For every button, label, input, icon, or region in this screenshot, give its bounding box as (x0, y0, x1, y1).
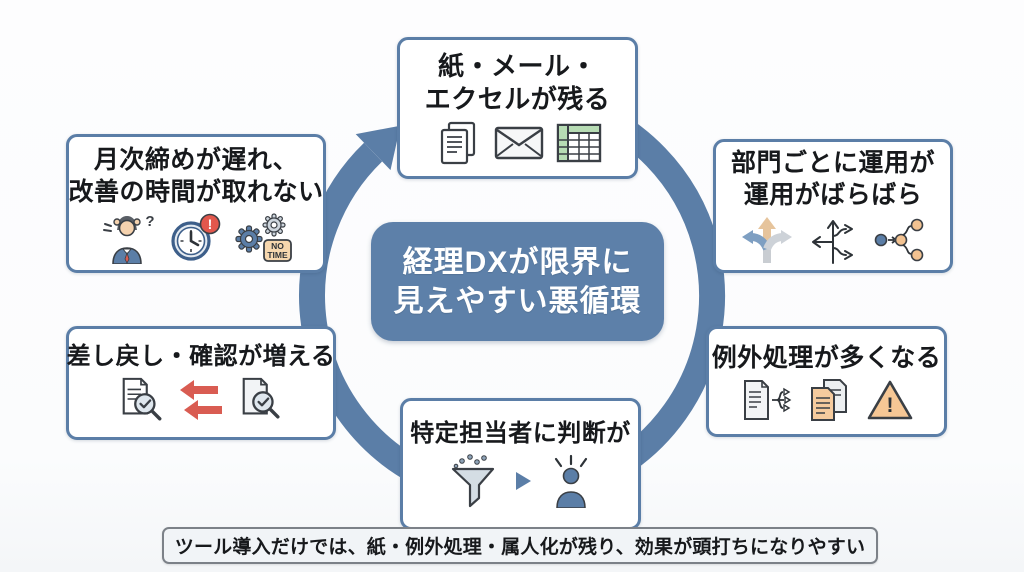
cycle-arrowhead-icon (355, 125, 401, 171)
documents-icon (440, 122, 475, 165)
cause-box-bottom: 特定担当者に判断が (400, 398, 641, 530)
svg-text:?: ? (145, 213, 154, 230)
cause-box-left-bottom-icons (116, 376, 286, 424)
cause-box-bottom-line1: 特定担当者に判断が (410, 419, 631, 447)
document-check-magnifier-icon (242, 378, 280, 419)
cause-box-left-bottom-line1: 差し戻し・確認が増える (66, 342, 336, 370)
arrow-right-icon (515, 472, 531, 491)
stressed-person-icon: ? (103, 213, 155, 264)
warning-triangle-icon: ! (867, 380, 912, 419)
node-split-icon (874, 218, 924, 262)
cause-box-right-top-line2: 運用がばらばら (743, 181, 923, 209)
cause-box-left-bottom: 差し戻し・確認が増える (66, 326, 336, 440)
cause-box-right-bottom-line1: 例外処理が多くなる (711, 343, 942, 372)
cause-box-left-top: 月次締めが遅れ、 改善の時間が取れない ? ! (66, 134, 326, 273)
svg-text:!: ! (886, 394, 893, 417)
cause-box-right-top-line1: 部門ごとに運用が (730, 149, 935, 177)
cause-box-left-top-icons: ? ! (100, 212, 292, 264)
cause-box-right-bottom: 例外処理が多くなる ! (706, 326, 947, 437)
spreadsheet-icon (556, 124, 601, 163)
cause-box-top: 紙・メール・ エクセルが残る (397, 37, 638, 179)
person-highlight-icon (554, 455, 587, 509)
clock-alert-icon: ! (171, 213, 221, 261)
center-label-line2: 見えやすい悪循環 (393, 284, 642, 318)
envelope-icon (494, 127, 543, 160)
summary-banner: ツール導入だけでは、紙・例外処理・属人化が残り、効果が頭打ちになりやすい (162, 527, 878, 564)
branch-arrows-icon (742, 217, 792, 263)
svg-text:TIME: TIME (267, 250, 288, 260)
cause-box-right-top-icons (740, 215, 926, 265)
svg-text:!: ! (208, 216, 213, 232)
cause-box-left-top-line2: 改善の時間が取れない (68, 177, 324, 206)
svg-text:NO: NO (271, 241, 284, 251)
cause-box-top-line1: 紙・メール・ (437, 50, 597, 81)
document-check-magnifier-icon (122, 378, 162, 421)
summary-banner-text: ツール導入だけでは、紙・例外処理・属人化が残り、効果が頭打ちになりやすい (174, 537, 866, 558)
gears-no-time-icon: NO TIME (235, 212, 292, 262)
cause-box-top-line2: エクセルが残る (424, 84, 611, 114)
documents-stack-icon (810, 378, 847, 421)
cause-box-right-top: 部門ごとに運用が 運用がばらばら (713, 139, 953, 273)
return-arrows-icon (180, 380, 222, 421)
cause-box-left-top-line1: 月次締めが遅れ、 (93, 145, 299, 174)
funnel-icon (451, 454, 494, 508)
scatter-arrows-icon (812, 220, 853, 264)
center-label-line1: 経理DXが限界に (402, 245, 633, 279)
cause-box-bottom-icons (446, 453, 596, 509)
center-label: 経理DXが限界に 見えやすい悪循環 (371, 222, 664, 341)
cause-box-top-icons (434, 120, 602, 166)
document-branch-icon (743, 379, 791, 420)
cause-box-right-bottom-icons: ! (740, 378, 914, 422)
